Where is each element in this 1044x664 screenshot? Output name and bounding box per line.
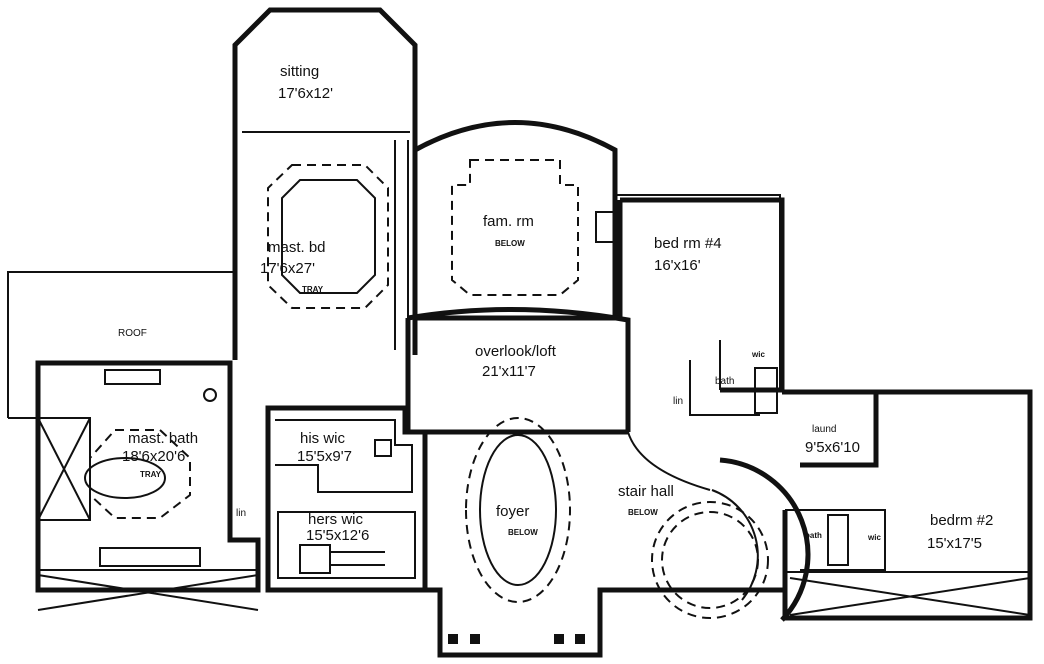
foyer-label: foyer bbox=[496, 503, 529, 520]
spiral-stair bbox=[719, 457, 811, 622]
tray-ceiling bbox=[267, 164, 389, 309]
sitting-size: 17'6x12' bbox=[278, 85, 333, 102]
svg-text:lin: lin bbox=[673, 396, 683, 407]
svg-text:TRAY: TRAY bbox=[140, 470, 162, 479]
master-bedroom-label: mast. bd bbox=[268, 239, 326, 256]
bedroom-4-size: 16'x16' bbox=[654, 257, 701, 274]
laundry-size: 9'5x6'10 bbox=[805, 439, 860, 456]
master-bath-size: 18'6x20'6 bbox=[122, 448, 185, 465]
hers-wic-size: 15'5x12'6 bbox=[306, 527, 369, 544]
master-bath-label: mast. bath bbox=[128, 430, 198, 447]
roof-label: ROOF bbox=[118, 328, 147, 339]
stair-hall-label: stair hall bbox=[618, 483, 674, 500]
bedroom-4-walls bbox=[617, 197, 785, 393]
stair-hall-ceiling bbox=[651, 501, 769, 619]
bedroom-2-label: bedrm #2 bbox=[930, 512, 993, 529]
svg-text:BELOW: BELOW bbox=[495, 239, 525, 248]
laundry-label: laund bbox=[812, 424, 836, 435]
sitting-label: sitting bbox=[280, 63, 319, 80]
loft-label: overlook/loft bbox=[475, 343, 557, 360]
fireplace bbox=[595, 211, 615, 243]
family-room-ceiling bbox=[451, 159, 579, 296]
svg-text:bath: bath bbox=[805, 531, 822, 540]
family-room-label: fam. rm bbox=[483, 213, 534, 230]
svg-text:wic: wic bbox=[867, 533, 881, 542]
family-room-walls bbox=[413, 120, 618, 321]
master-suite-walls bbox=[232, 7, 418, 360]
his-wic-label: his wic bbox=[300, 430, 346, 447]
svg-text:BELOW: BELOW bbox=[628, 508, 658, 517]
closet-walls bbox=[265, 405, 428, 593]
master-bedroom-size: 17'6x27' bbox=[260, 260, 315, 277]
svg-text:wic: wic bbox=[751, 350, 765, 359]
master-bath-walls bbox=[35, 360, 261, 593]
svg-text:bath: bath bbox=[715, 376, 734, 387]
his-wic-size: 15'5x9'7 bbox=[297, 448, 352, 465]
laundry-walls bbox=[782, 389, 879, 468]
bedroom-2-walls bbox=[782, 389, 1033, 621]
loft-size: 21'x11'7 bbox=[482, 363, 536, 380]
bedroom-4-label: bed rm #4 bbox=[654, 235, 722, 252]
entry-walls bbox=[425, 587, 785, 658]
bathtub bbox=[754, 367, 778, 414]
hers-wic-label: hers wic bbox=[308, 511, 364, 528]
svg-text:lin: lin bbox=[236, 508, 246, 519]
roof-outline bbox=[7, 271, 235, 418]
foyer-ceiling bbox=[465, 417, 572, 603]
bathtub bbox=[84, 457, 166, 499]
bedroom-2-size: 15'x17'5 bbox=[927, 535, 982, 552]
svg-text:TRAY: TRAY bbox=[302, 285, 324, 294]
svg-text:BELOW: BELOW bbox=[508, 528, 538, 537]
